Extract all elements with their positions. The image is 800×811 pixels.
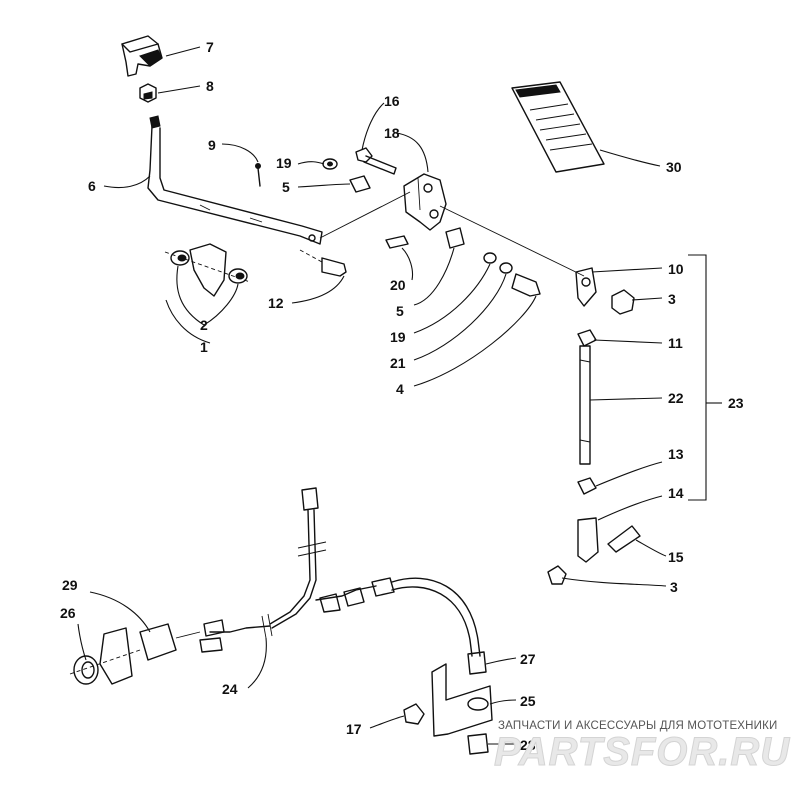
part-number-10: 10 bbox=[668, 261, 684, 277]
part-number-17: 17 bbox=[346, 721, 362, 737]
part-number-2: 2 bbox=[200, 317, 208, 333]
leader-lines bbox=[77, 46, 667, 745]
part-number-15: 15 bbox=[668, 549, 684, 565]
part-number-5-lower: 5 bbox=[396, 303, 404, 319]
shift-lever bbox=[147, 115, 323, 245]
part-number-28: 28 bbox=[520, 737, 536, 753]
part-number-29: 29 bbox=[62, 577, 78, 593]
part-number-20: 20 bbox=[390, 277, 406, 293]
part-number-9: 9 bbox=[208, 137, 216, 153]
upper-washer-bushing bbox=[322, 158, 371, 193]
cotter-pin bbox=[255, 163, 261, 187]
part-number-22: 22 bbox=[668, 390, 684, 406]
part-number-3-upper: 3 bbox=[668, 291, 676, 307]
pivot-bolt bbox=[355, 147, 397, 175]
part-number-21: 21 bbox=[390, 355, 406, 371]
part-number-16: 16 bbox=[384, 93, 400, 109]
part-number-23: 23 bbox=[728, 395, 744, 411]
part-number-6: 6 bbox=[88, 178, 96, 194]
pivot-axis-line bbox=[319, 191, 411, 239]
lower-hardware bbox=[385, 227, 541, 297]
part-number-5-upper: 5 bbox=[282, 179, 290, 195]
lever-bracket bbox=[164, 243, 251, 297]
shift-knob bbox=[121, 35, 163, 77]
part-number-8: 8 bbox=[206, 78, 214, 94]
part-number-1: 1 bbox=[200, 339, 208, 355]
part-number-12: 12 bbox=[268, 295, 284, 311]
part-number-25: 25 bbox=[520, 693, 536, 709]
watermark-logo: PARTSFOR.RU bbox=[493, 730, 791, 775]
assembly-bracket bbox=[688, 254, 707, 501]
part-number-27: 27 bbox=[520, 651, 536, 667]
watermark-caption: ЗАПЧАСТИ И АКСЕССУАРЫ ДЛЯ МОТОТЕХНИКИ bbox=[498, 720, 778, 732]
part-number-26: 26 bbox=[60, 605, 76, 621]
pivot-bracket bbox=[403, 173, 447, 231]
part-number-13: 13 bbox=[668, 446, 684, 462]
linkage-assembly bbox=[547, 267, 641, 585]
knob-nut bbox=[139, 83, 157, 103]
part-number-4: 4 bbox=[396, 381, 404, 397]
ignition-switch bbox=[69, 623, 201, 685]
lever-bolt bbox=[299, 249, 347, 277]
part-number-11: 11 bbox=[668, 335, 683, 351]
part-number-19-lower: 19 bbox=[390, 329, 406, 345]
part-number-3-lower: 3 bbox=[670, 579, 678, 595]
part-number-30: 30 bbox=[666, 159, 682, 175]
warning-decal bbox=[511, 81, 605, 173]
switch-mount-bracket bbox=[403, 663, 493, 755]
part-number-14: 14 bbox=[668, 485, 684, 501]
part-number-18: 18 bbox=[384, 125, 400, 141]
part-number-19-upper: 19 bbox=[276, 155, 292, 171]
part-number-24: 24 bbox=[222, 681, 238, 697]
pivot-axis-line-2 bbox=[439, 205, 585, 277]
wiring-harness bbox=[199, 487, 487, 675]
part-number-7: 7 bbox=[206, 39, 214, 55]
